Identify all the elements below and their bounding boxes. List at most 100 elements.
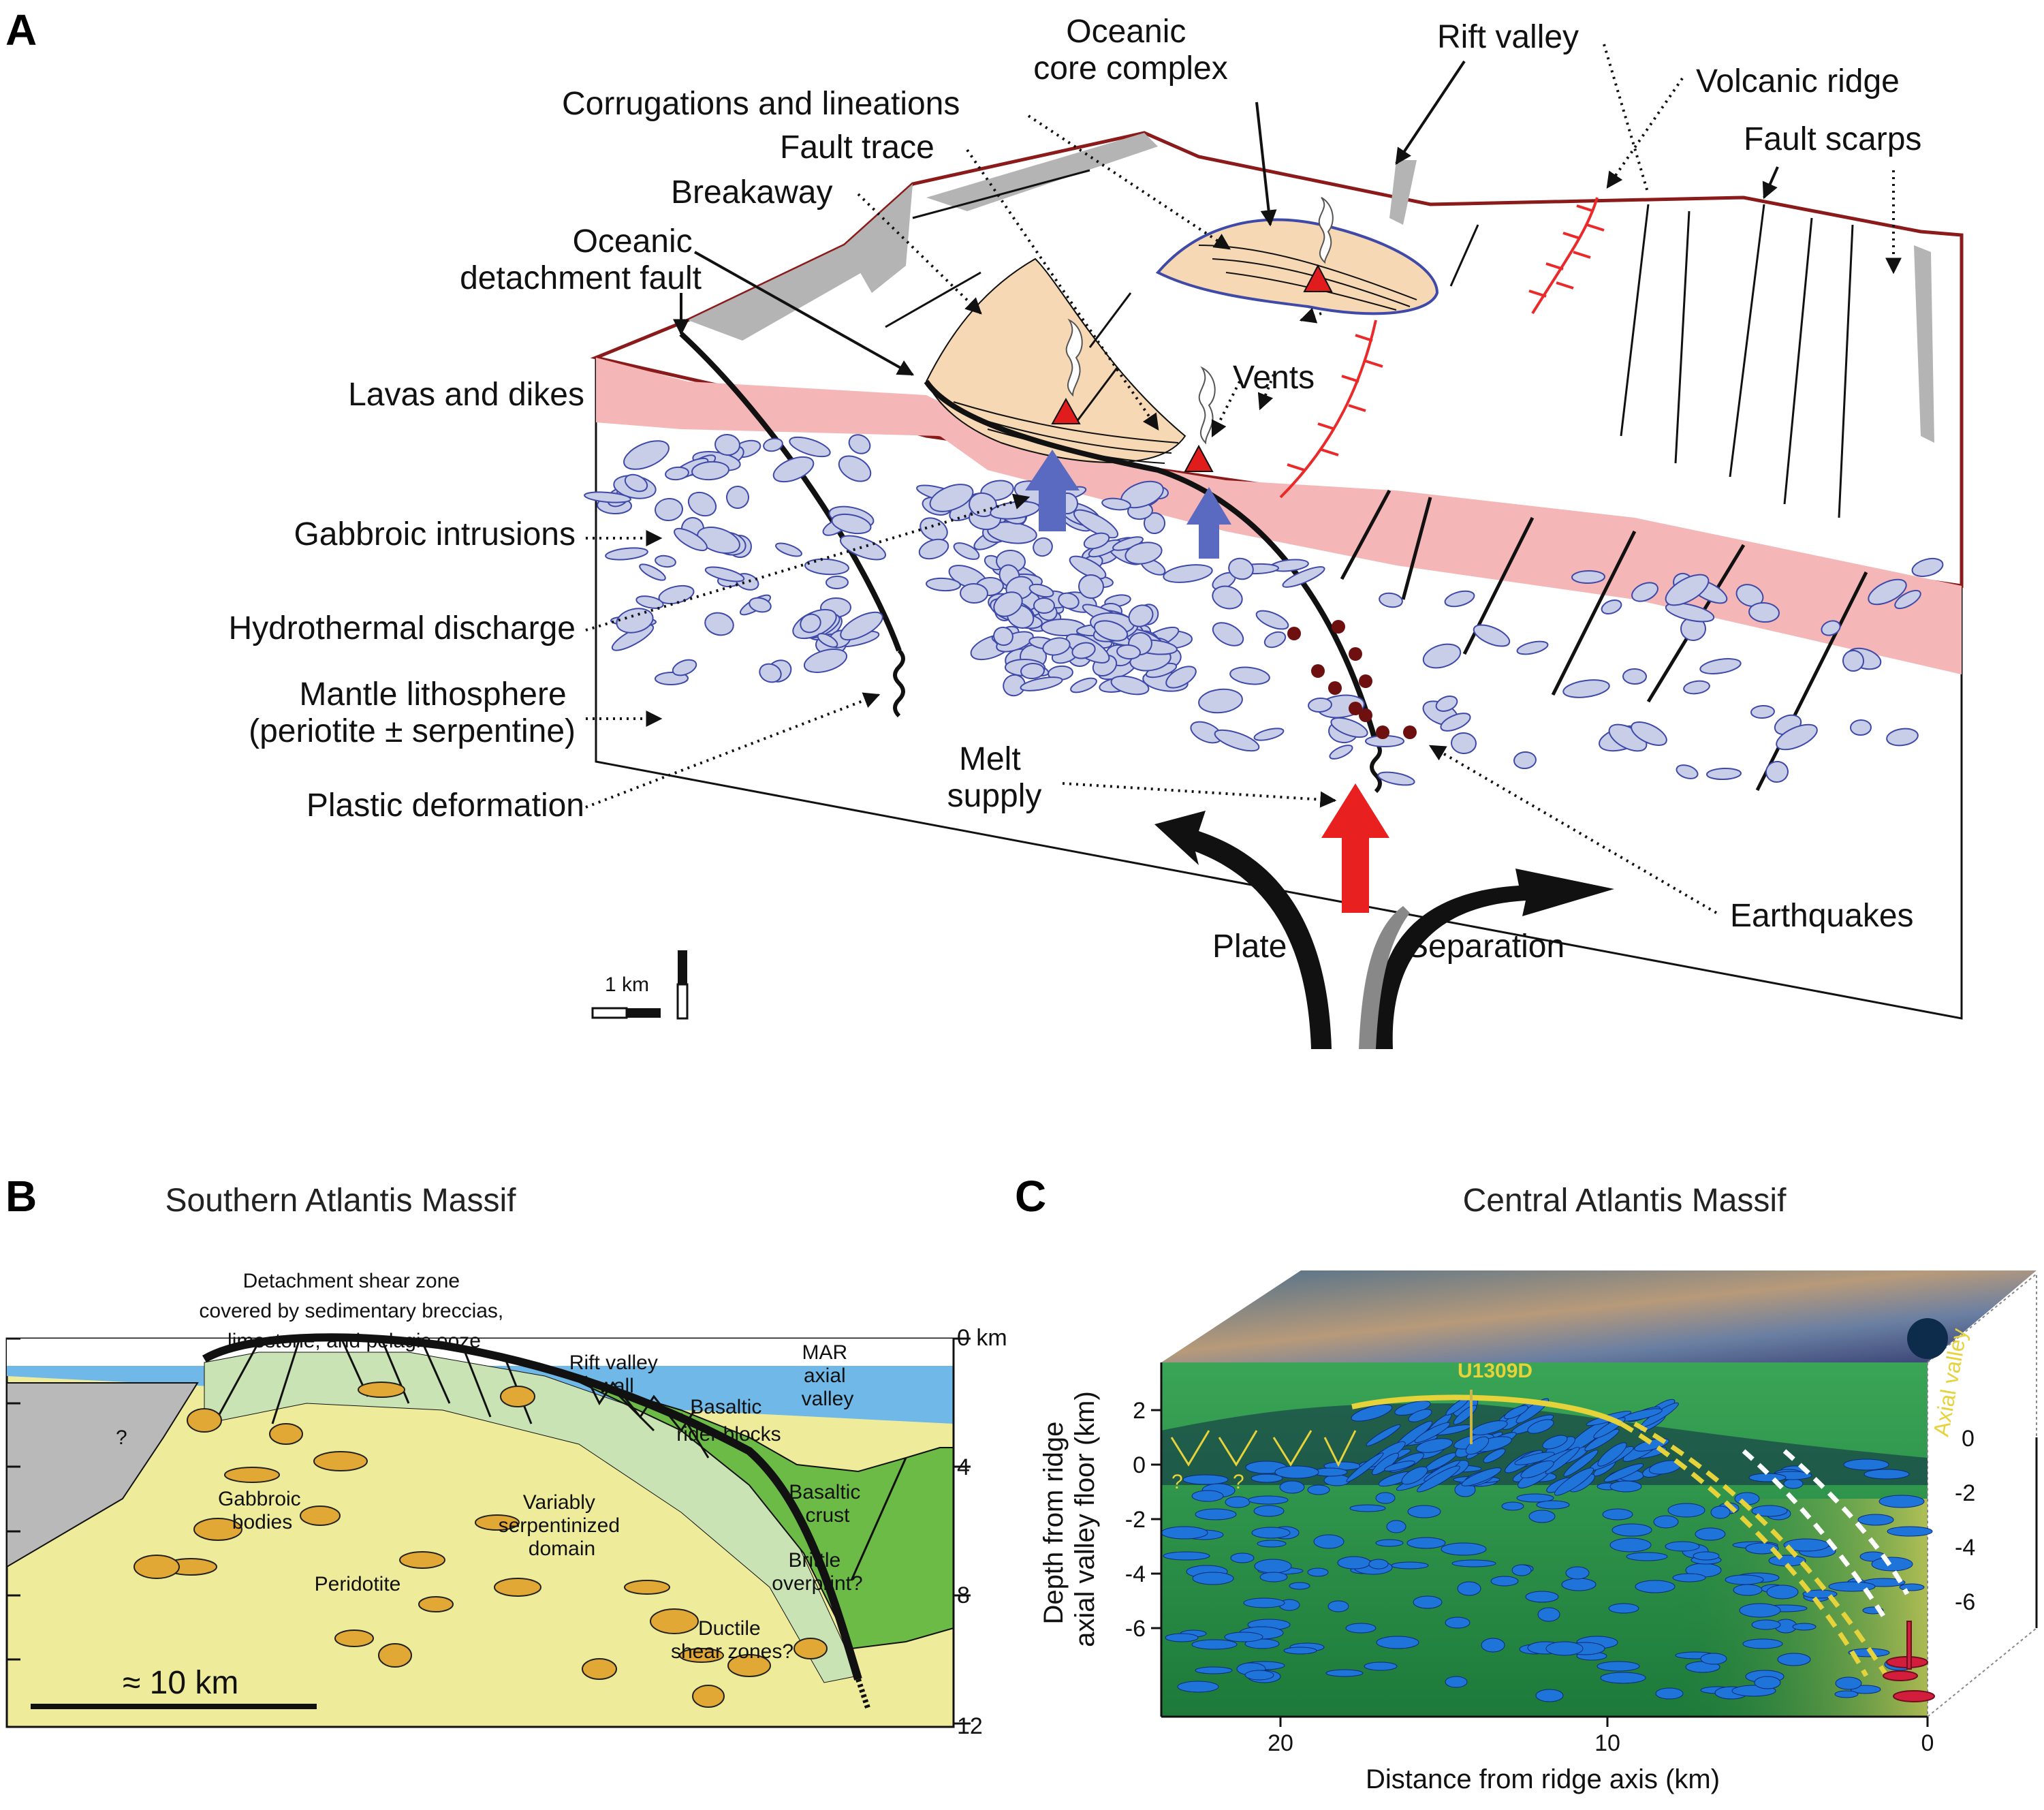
gabbro-ellipse xyxy=(584,491,631,503)
gabbro-ellipse xyxy=(1212,622,1244,646)
section-ellipse xyxy=(1635,1580,1676,1593)
plate-arrow-left xyxy=(1154,811,1332,1049)
section-ellipse xyxy=(1351,1404,1393,1422)
section-ellipse xyxy=(1535,1689,1564,1702)
gabbro-ellipse xyxy=(831,513,872,535)
gabbro-ellipse xyxy=(1571,569,1605,584)
label-dsz-line1: Ductile xyxy=(698,1617,761,1640)
label-brb-line2: rider blocks xyxy=(676,1423,781,1446)
section-ellipse xyxy=(1364,1661,1398,1671)
section-ellipse xyxy=(1565,1566,1590,1580)
axial-valley-marker xyxy=(1907,1318,1948,1359)
gabbro-ellipse xyxy=(1282,566,1325,588)
section-ellipse xyxy=(1307,1484,1330,1495)
section-ellipse xyxy=(1481,1638,1505,1653)
gabbro-ellipse xyxy=(1058,592,1080,610)
gabbro-ellipse xyxy=(1329,745,1353,760)
label-volcanic-ridge: Volcanic ridge xyxy=(1696,63,1900,99)
detachment-fault-main xyxy=(924,379,1379,744)
gabbro-ellipse xyxy=(1255,610,1289,630)
x-tick-10: 10 xyxy=(1594,1730,1620,1756)
gabbroic-body xyxy=(793,1638,828,1659)
y-axis-title-line1: Depth from ridge xyxy=(1039,1422,1069,1625)
gabbro-ellipse xyxy=(1516,640,1549,655)
vent-triangle-3 xyxy=(1303,264,1333,292)
scarp-face-5 xyxy=(1914,245,1934,443)
gabbro-ellipse xyxy=(1665,602,1715,623)
gabbro-ellipse xyxy=(1776,723,1818,751)
gabbro-ellipse xyxy=(804,558,849,576)
label-gabbroic-bodies: Gabbroic bodies xyxy=(218,1488,306,1533)
section-ellipse xyxy=(1182,1474,1229,1485)
label-occ-line2: core complex xyxy=(1033,50,1227,87)
gabbro-ellipse xyxy=(1198,688,1243,714)
section-ellipse xyxy=(1751,1619,1781,1630)
gabbro-ellipse xyxy=(726,486,749,509)
section-ellipse xyxy=(1483,1448,1506,1463)
gabbro-ellipse xyxy=(1101,497,1131,511)
label-dsz-line2: shear zones? xyxy=(671,1640,793,1663)
section-ellipse xyxy=(1244,1670,1274,1681)
melt-supply-arrow xyxy=(1321,783,1389,913)
gabbro-ellipse xyxy=(1163,564,1213,583)
gabbro-ellipse xyxy=(1212,585,1243,610)
gabbroic-bodies xyxy=(133,1382,828,1708)
section-ellipse xyxy=(1230,1552,1255,1563)
gabbro-ellipse xyxy=(1128,604,1154,627)
gabbro-ellipse xyxy=(1263,631,1287,649)
scale-label-a: 1 km xyxy=(605,973,649,996)
section-ellipse xyxy=(1349,1504,1386,1512)
gabbro-ellipse xyxy=(1093,620,1129,642)
label-vs-line1: Variably xyxy=(523,1491,595,1514)
label-plastic-deformation: Plastic deformation xyxy=(306,787,584,824)
section-ellipse xyxy=(1527,1419,1554,1434)
right-tick-m2: -2 xyxy=(1955,1480,1975,1506)
scarp-face-2 xyxy=(845,184,913,293)
x-tick-20: 20 xyxy=(1268,1730,1293,1756)
gabbro-ellipse xyxy=(665,466,689,481)
section-ellipse xyxy=(1864,1469,1910,1480)
section-ellipse xyxy=(1289,1582,1310,1590)
gabbro-ellipse xyxy=(839,535,887,561)
label-ms-line2: supply xyxy=(947,778,1042,814)
plastic-deformation-squiggle-right xyxy=(1370,740,1382,794)
label-corrugations: Corrugations and lineations xyxy=(562,86,960,122)
section-ellipse xyxy=(1408,1409,1432,1422)
section-ellipse xyxy=(1163,1551,1210,1561)
gabbro-ellipse xyxy=(1631,582,1658,602)
section-ellipse xyxy=(1257,1540,1287,1548)
label-sz-line1: Detachment shear zone xyxy=(243,1270,460,1292)
section-ellipse xyxy=(1597,1442,1627,1467)
label-gb-line1: Gabbroic xyxy=(218,1488,301,1510)
gabbro-ellipse xyxy=(674,527,708,552)
section-ellipse xyxy=(1376,1636,1419,1649)
scarp-face-3 xyxy=(926,133,1158,211)
gabbro-ellipse xyxy=(639,563,666,581)
gabbro-ellipse xyxy=(1665,574,1710,606)
section-ellipse xyxy=(1665,1541,1700,1552)
label-melt-supply: Melt supply xyxy=(947,741,1042,814)
gabbro-ellipse xyxy=(1894,589,1921,610)
gabbro-ellipse xyxy=(635,595,664,609)
gabbro-ellipse xyxy=(1444,590,1475,608)
label-brittle-overprint: Brittle overprint? xyxy=(772,1549,862,1595)
section-ellipse xyxy=(1417,1465,1460,1493)
gabbro-ellipse xyxy=(803,649,848,673)
panel-b: B Southern Atlantis Massif xyxy=(5,1172,1007,1739)
gabbro-ellipse xyxy=(1377,771,1415,786)
gabbro-ellipse xyxy=(993,591,1023,617)
left-tick-m6: -6 xyxy=(1125,1616,1146,1642)
label-hydrothermal-discharge: Hydrothermal discharge xyxy=(228,610,576,646)
section-ellipse xyxy=(1407,1505,1441,1518)
section-ellipse xyxy=(1391,1561,1429,1570)
section-ellipse xyxy=(1611,1523,1652,1537)
panel-b-title: Southern Atlantis Massif xyxy=(166,1183,517,1219)
label-rvw-line1: Rift valley xyxy=(569,1352,658,1374)
panel-c-letter: C xyxy=(1015,1172,1046,1221)
gabbro-ellipse xyxy=(1214,729,1260,752)
label-ml-line1: Mantle lithosphere xyxy=(299,676,566,713)
label-occ-line1: Oceanic xyxy=(1066,14,1186,50)
left-tick-m2: -2 xyxy=(1125,1507,1146,1533)
gabbro-ellipse xyxy=(759,663,782,683)
leader-lines-a xyxy=(585,44,1902,914)
